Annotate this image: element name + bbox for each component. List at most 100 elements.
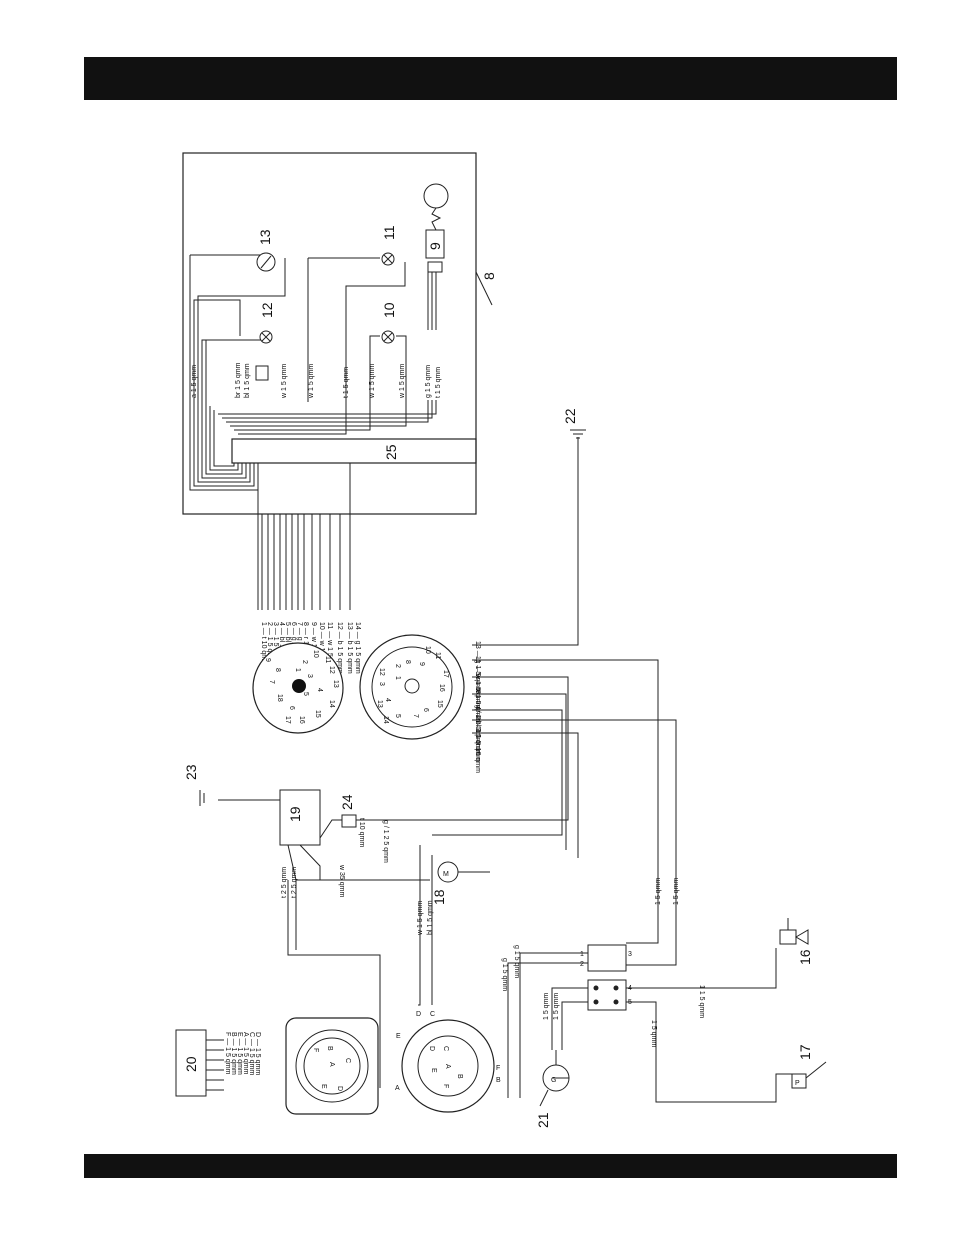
junction-pin [613, 985, 619, 991]
plug-a-inner [303, 1037, 361, 1095]
plug-b-pin: A [444, 1064, 451, 1069]
mid-label-m10: g 1 5 qmm [513, 945, 520, 978]
plug-b-pin: E [430, 1068, 437, 1073]
plug-20 [175, 1029, 207, 1097]
plug-20-wire-label: C — 1 5 qmm [248, 1032, 255, 1075]
mid-label-m13: 1 1 5 qmm [698, 985, 705, 1018]
connector-lower-pin: 2 [394, 664, 401, 668]
label-20: 20 [183, 1056, 199, 1072]
switch-num-1: 1 [580, 951, 584, 958]
connector-upper-pin: 16 [298, 716, 305, 724]
junction-pin [613, 999, 619, 1005]
wire-label-t2: t 1 5 qmm [435, 367, 442, 398]
connector-lower-outer [371, 646, 453, 728]
plug-a-housing [285, 1017, 379, 1115]
plug-b-inner [417, 1035, 479, 1097]
fuse-24 [341, 814, 357, 828]
terminal-strip-25 [231, 438, 477, 464]
connector-upper-pin: 10 [312, 650, 319, 658]
mid-label-m3: w 35 qmm [338, 864, 345, 897]
connector-lower-pin: 15 [436, 700, 443, 708]
plug-a-pin: F [312, 1048, 319, 1052]
junction-upper [587, 944, 627, 972]
junction-pin [593, 999, 599, 1005]
key-terminal [427, 261, 443, 273]
mid-label-m15: 1 5 qmm [553, 993, 560, 1020]
footer-bar [84, 1154, 897, 1178]
plug-b-pin: C [442, 1046, 449, 1051]
switch-symbol [255, 365, 269, 381]
plug-20-wire-label: A — 1 5 qmm [242, 1032, 249, 1075]
label-23: 23 [183, 764, 199, 780]
wire-label-a: a 1 5 qmm [191, 365, 198, 398]
switch-num-2: 2 [580, 961, 584, 968]
label-19: 19 [287, 806, 303, 822]
connector-upper-pin: 6 [288, 706, 295, 710]
plug-a-pin: E [320, 1084, 327, 1089]
mid-label-m5: t 2 5 qmm [291, 867, 298, 898]
label-16: 16 [797, 949, 813, 965]
plug-b-pin: D [428, 1046, 435, 1051]
connector-lower-pin: 7 [412, 714, 419, 718]
connector-lower-pin: 14 [382, 716, 389, 724]
connector-lower-pin: 6 [422, 708, 429, 712]
connector-upper-pin: 12 [328, 666, 335, 674]
harness-wires [257, 463, 351, 610]
label-12: 12 [259, 302, 275, 318]
harness-label: 13 — b 1 5 qmm [346, 622, 353, 674]
label-8: 8 [481, 272, 497, 280]
connector-upper-pin: 18 [276, 694, 283, 702]
harness-label: 1 — t 10 qmm [260, 622, 267, 666]
connector-upper-pin: 9 [264, 658, 271, 662]
sensor-17 [791, 1073, 807, 1089]
connector-lower-pin: 5 [394, 714, 401, 718]
connector-lower-pin: 3 [378, 682, 385, 686]
connector-upper-pin: 8 [274, 668, 281, 672]
wire-label-g: g 1 5 qmm [425, 365, 432, 398]
letter-d: D [416, 1011, 421, 1018]
plug-20-wire-label: B — 1 5 qmm [230, 1032, 237, 1075]
plug-20-wire-label: E — 1 5 qmm [236, 1032, 243, 1075]
connector-upper-pin: 15 [314, 710, 321, 718]
mid-label-m4: t 2 5 qmm [281, 867, 288, 898]
connector-lower-pin: 10 [424, 646, 431, 654]
wire-label-w1: w 1 5 qmm [281, 364, 288, 399]
wire-label-t: t 1 5 qmm [343, 367, 350, 398]
harness-label: 14 — g 1 5 qmm [354, 622, 361, 674]
label-10: 10 [381, 302, 397, 318]
connector-lower-pin: 4 [384, 698, 391, 702]
sensor-p-letter: P [795, 1080, 800, 1087]
connector-upper-center [292, 679, 306, 693]
connector-lower-pin: 1 [394, 676, 401, 680]
connector-upper-pin: 13 [332, 680, 339, 688]
harness-label: 12 — b 1 5 qmm [336, 622, 343, 674]
plug-b-pin: B [456, 1074, 463, 1079]
wire-label-br: br 1 5 qmm [235, 362, 242, 398]
harness-label: 2 — 1 5 qmm [266, 622, 273, 664]
mid-label-m1: g / 1 2 5 qmm [382, 820, 389, 863]
letter-b: B [496, 1077, 501, 1084]
harness-label: 11 — w 1 5 qmm [326, 622, 333, 675]
plug-a-pin: D [336, 1086, 343, 1091]
wire-label-w4: w 1 5 qmm [399, 364, 406, 399]
connector-lower-pin: 8 [404, 660, 411, 664]
connector-upper-pin: 2 [301, 660, 308, 664]
connector-upper-pin: 14 [328, 700, 335, 708]
right-label-11: 11 — w 1 5 qmm [474, 656, 481, 709]
junction-lower [587, 979, 627, 1011]
connector-upper-pin: 7 [268, 680, 275, 684]
mid-label-m8: 1 5 qmm [655, 878, 662, 905]
connector-upper-pin: 4 [316, 688, 323, 692]
mid-label-m12: 1 5 qmm [543, 993, 550, 1020]
label-22: 22 [562, 408, 578, 424]
connector-upper-pin: 1 [294, 668, 301, 672]
label-21: 21 [535, 1112, 551, 1128]
mid-label-m9: 1 5 qmm [673, 878, 680, 905]
harness-label: 10 — w 1 5 qmm [318, 622, 325, 675]
relay-19 [279, 789, 321, 846]
letter-c: C [430, 1011, 435, 1018]
